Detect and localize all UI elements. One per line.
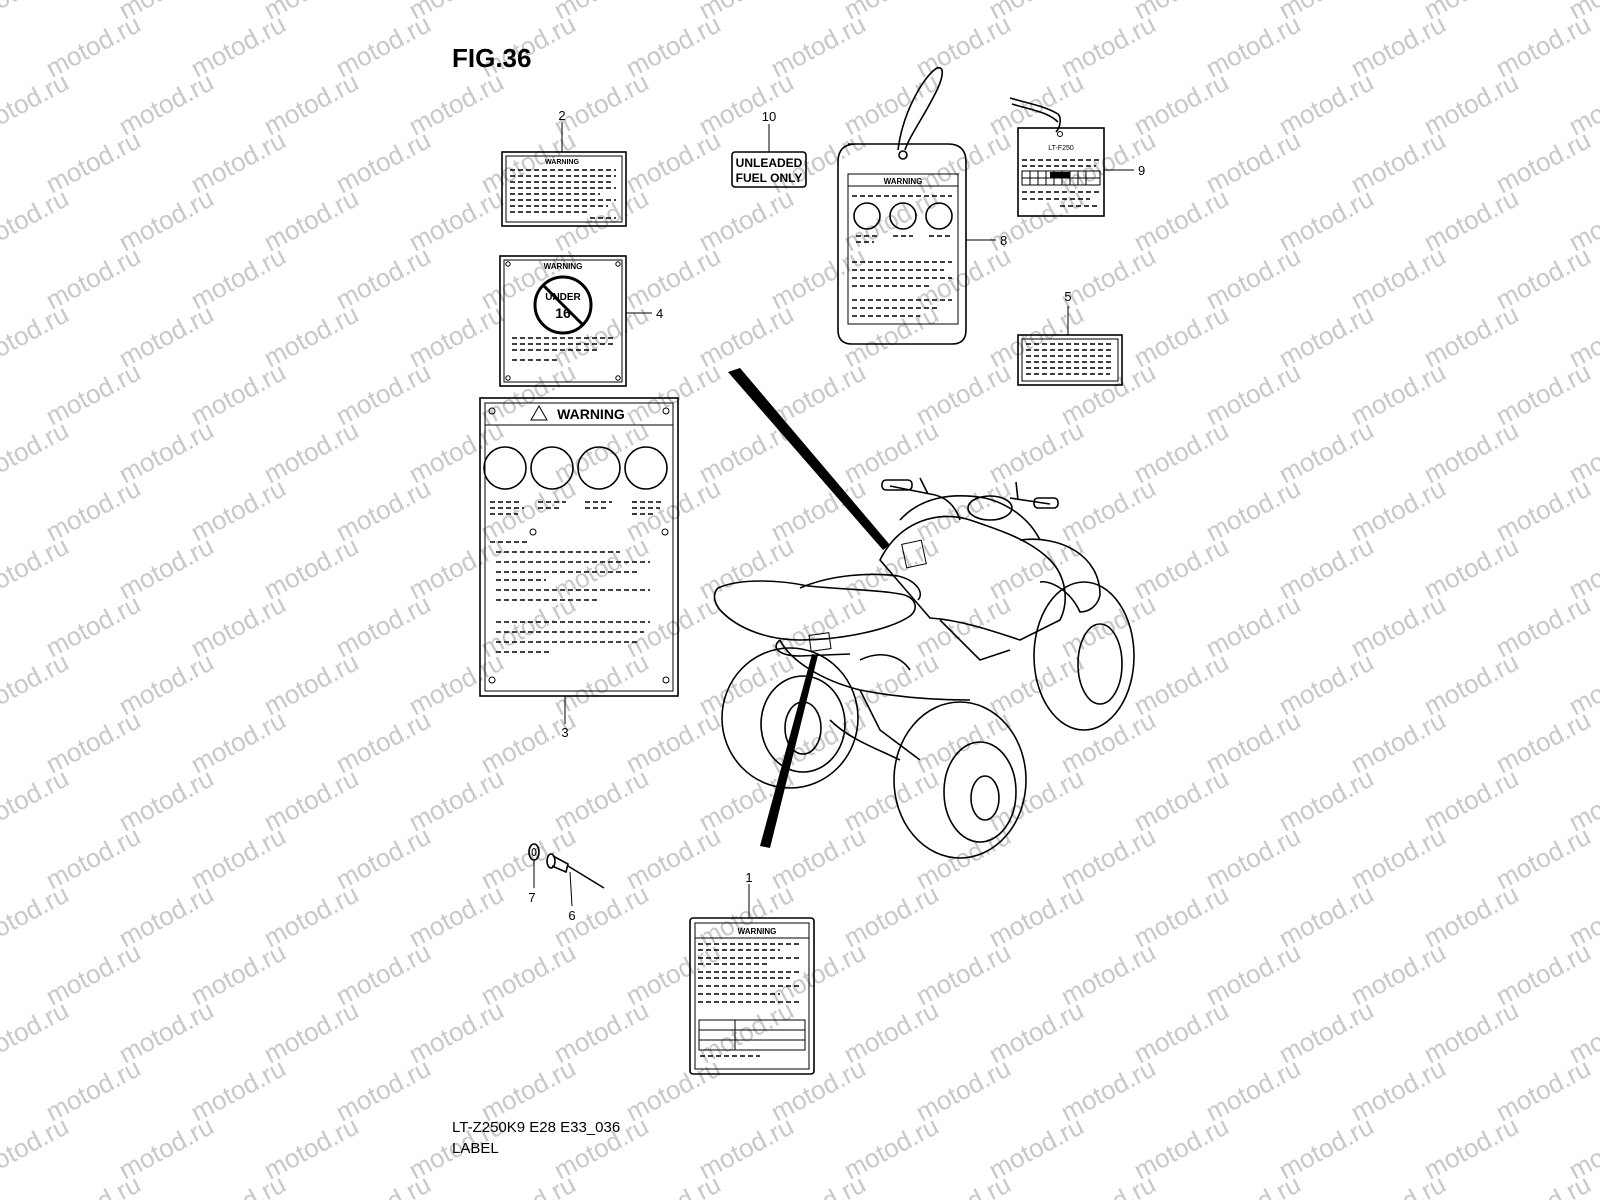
label-2-warning-text: WARNING: [545, 159, 579, 166]
callout-5: 5: [1064, 289, 1071, 304]
label-1-warning-sticker[interactable]: WARNING: [689, 917, 815, 1075]
no-riding-icon: [853, 202, 881, 230]
watermark-text: motod.ru: [331, 1169, 436, 1200]
label-8-hang-tag[interactable]: WARNING: [837, 66, 967, 345]
watermark-text: motod.ru: [1201, 1169, 1306, 1200]
callout-10: 10: [762, 109, 776, 124]
watermark-text: motod.ru: [0, 415, 73, 490]
label-4-under-text: UNDER: [545, 292, 581, 303]
callout-3: 3: [561, 725, 568, 740]
watermark-text: motod.ru: [0, 763, 73, 838]
no-riding-icon: [483, 446, 527, 490]
label-10-line2: FUEL ONLY: [736, 171, 803, 185]
callout-1: 1: [745, 870, 752, 885]
label-3-large-warning-sticker[interactable]: WARNING: [479, 397, 679, 697]
watermark-text: motod.ru: [186, 1169, 291, 1200]
label-8-warning-text: WARNING: [884, 177, 923, 186]
label-3-warning-text: WARNING: [557, 406, 625, 422]
helmet-required-icon: [624, 446, 668, 490]
no-passenger-icon: [889, 202, 917, 230]
watermark-text: motod.ru: [1056, 1169, 1161, 1200]
watermark-text: motod.ru: [41, 1169, 146, 1200]
part-7-washer[interactable]: [528, 843, 540, 861]
warning-triangle-icon: [530, 404, 548, 421]
watermark-text: motod.ru: [621, 1169, 726, 1200]
part-6-rivet[interactable]: [546, 853, 605, 889]
watermark-text: motod.ru: [0, 299, 73, 374]
watermark-text: motod.ru: [0, 995, 73, 1070]
figure-title: FIG.36: [452, 43, 531, 73]
watermark-text: motod.ru: [0, 183, 73, 258]
pointer-wedge-upper: [728, 368, 890, 550]
watermark-text: motod.ru: [0, 1111, 73, 1186]
watermark-text: motod.ru: [0, 67, 73, 142]
label-10-line1: UNLEADED: [736, 156, 803, 170]
label-1-warning-text: WARNING: [738, 927, 777, 936]
watermark-text: motod.ru: [0, 647, 73, 722]
label-2-warning-sticker[interactable]: WARNING: [501, 151, 627, 227]
model-code: LT-Z250K9 E28 E33_036: [452, 1119, 620, 1136]
callout-8: 8: [1000, 233, 1007, 248]
label-4-warning-text: WARNING: [544, 262, 583, 271]
label-4-age-warning-sticker[interactable]: WARNING UNDER 16: [499, 255, 627, 387]
section-caption: LABEL: [452, 1140, 499, 1157]
callout-7: 7: [528, 890, 535, 905]
label-9-model-text: LT-F250: [1048, 145, 1074, 152]
label-4-age-text: 16: [555, 305, 571, 321]
no-paved-road-icon: [577, 446, 621, 490]
watermark-text: motod.ru: [1491, 1169, 1596, 1200]
watermark-text: motod.ru: [476, 1169, 581, 1200]
callout-6: 6: [568, 908, 575, 923]
no-passenger-icon: [530, 446, 574, 490]
no-paved-road-icon: [925, 202, 953, 230]
watermark-text: motod.ru: [0, 879, 73, 954]
watermark-text: motod.ru: [1346, 1169, 1451, 1200]
callout-2: 2: [558, 108, 565, 123]
watermark-text: motod.ru: [766, 1169, 871, 1200]
label-9-model-tag[interactable]: LT-F250: [1009, 97, 1105, 217]
no-under-16-icon: [533, 275, 593, 335]
watermark-text: motod.ru: [0, 0, 73, 25]
atv-vehicle-outline: [713, 477, 1135, 859]
watermark-text: motod.ru: [0, 531, 73, 606]
watermark-text: motod.ru: [911, 1169, 1016, 1200]
label-10-unleaded-fuel-sticker[interactable]: UNLEADED FUEL ONLY: [731, 151, 807, 188]
callout-9: 9: [1138, 163, 1145, 178]
label-5-sticker[interactable]: [1017, 334, 1123, 386]
callout-4: 4: [656, 306, 663, 321]
